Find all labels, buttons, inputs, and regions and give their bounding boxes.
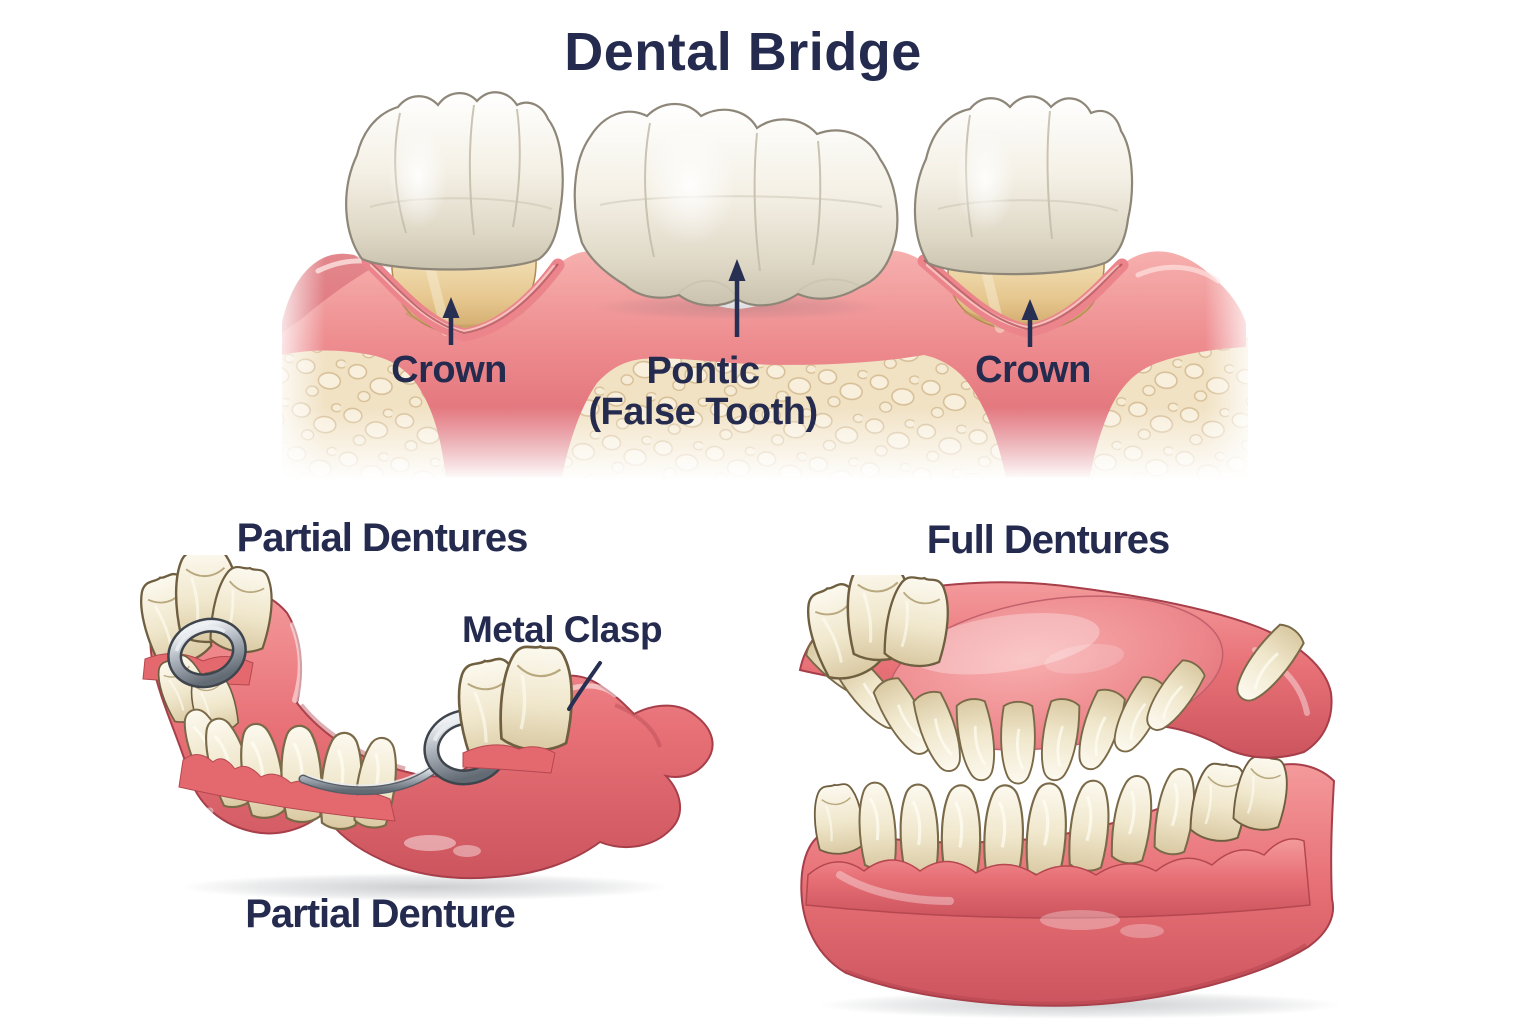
lower-gum-scallops — [805, 838, 1311, 919]
crown-left-cap — [345, 91, 564, 271]
partial-denture-illustration — [130, 555, 714, 901]
metal-clasp-label: Metal Clasp — [461, 609, 663, 650]
upper-denture — [796, 575, 1333, 785]
full-dentures-title: Full Dentures — [926, 518, 1171, 562]
crown-right-arrow — [1021, 299, 1039, 347]
partial-dentures-title: Partial Dentures — [236, 516, 529, 560]
pontic-arrow — [728, 259, 746, 337]
crown-left-arrow — [442, 297, 460, 345]
pontic-tooth — [573, 103, 899, 307]
partial-denture-shadow — [180, 873, 670, 901]
crown-right-label: Crown — [975, 349, 1091, 391]
bottom-edge-fade — [270, 407, 1260, 480]
partial-denture-right-molars — [449, 642, 578, 774]
left-abutment-tooth — [345, 91, 565, 342]
pontic-label: Pontic (False Tooth) — [588, 350, 818, 433]
metal-clasp-ring-left — [167, 617, 247, 689]
page-title: Dental Bridge — [564, 22, 922, 82]
dental-bridge-illustration — [270, 91, 1260, 480]
full-dentures-illustration — [796, 575, 1342, 1019]
right-abutment-tooth — [913, 95, 1134, 338]
metal-wire-bar — [298, 762, 442, 796]
partial-denture-caption: Partial Denture — [245, 892, 516, 936]
crown-left-label: Crown — [391, 349, 507, 391]
pontic-label-line1: Pontic — [646, 350, 760, 392]
pontic-label-line2: (False Tooth) — [588, 391, 818, 433]
crown-right-cap — [913, 95, 1134, 276]
metal-clasp-pointer — [567, 661, 602, 711]
lower-denture — [800, 751, 1336, 1007]
